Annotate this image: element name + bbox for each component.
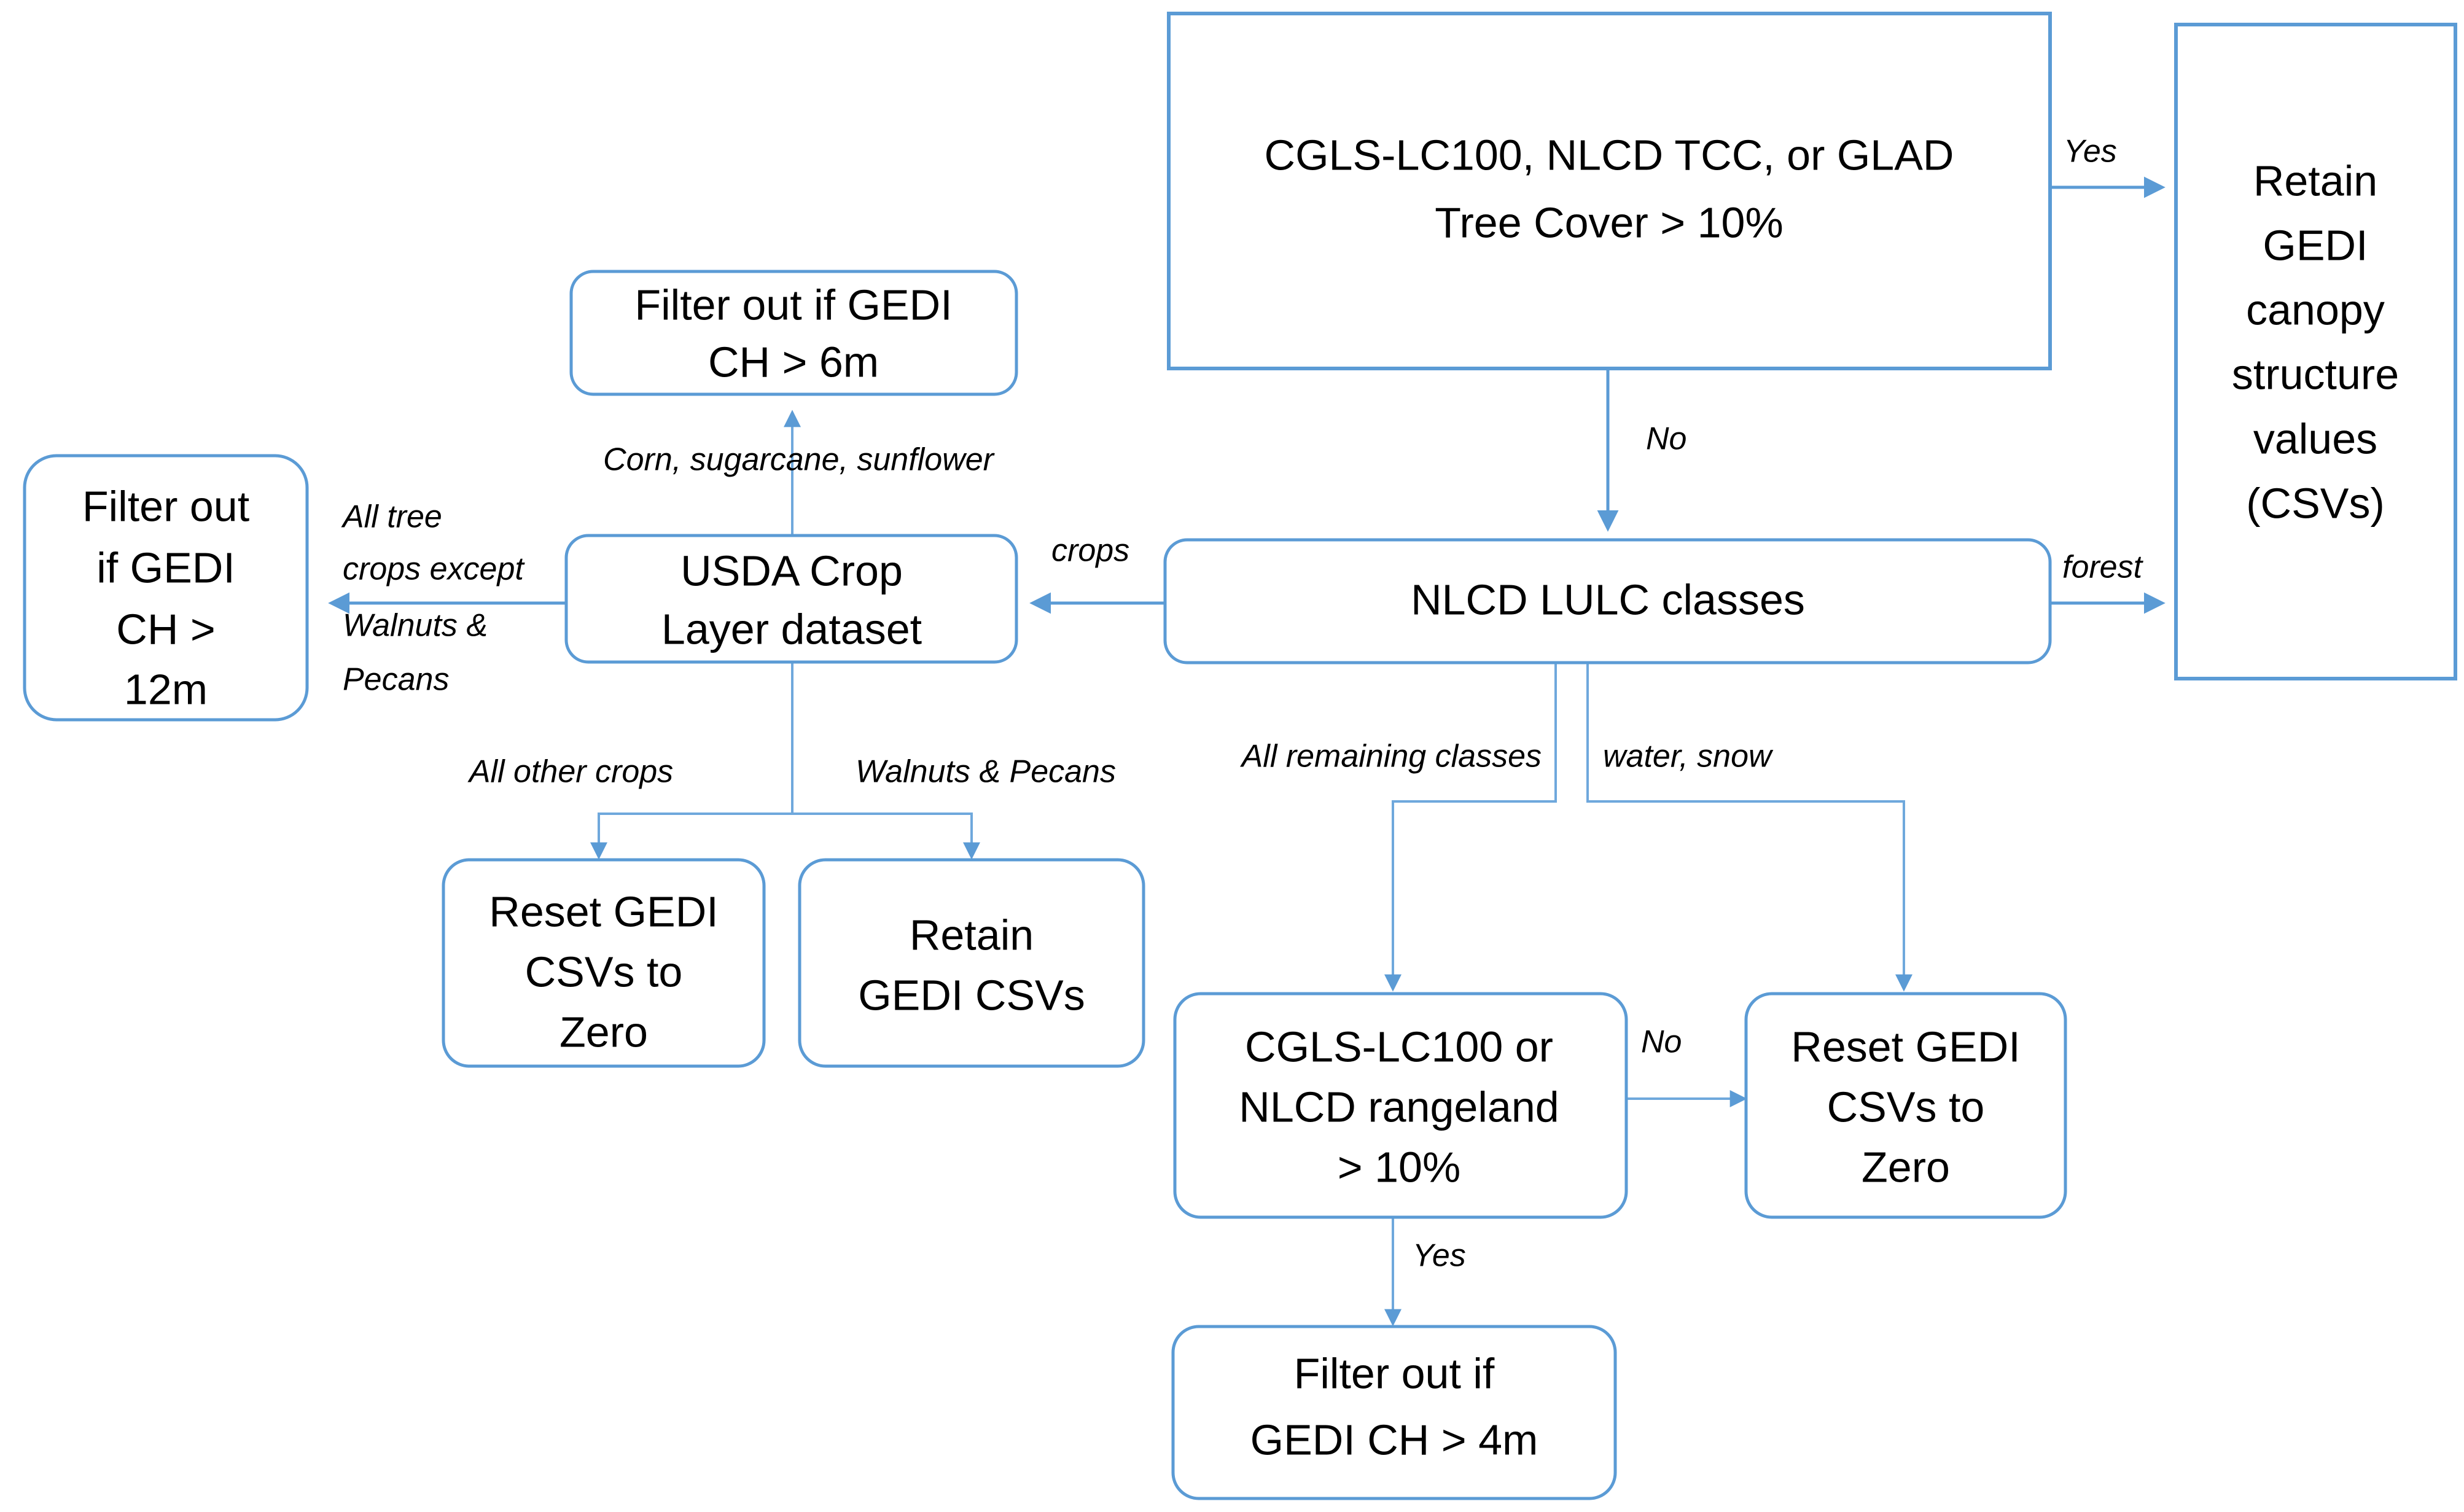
node-reset-zero-left-line-2: CSVs to [525, 948, 683, 996]
node-rangeland-test-line-2: NLCD rangeland [1239, 1083, 1559, 1131]
node-filter-6m[interactable]: Filter out if GEDI CH > 6m [569, 270, 1018, 396]
edge-nlcd-remaining: All remaining classes [1240, 662, 1557, 992]
node-retain-csv-line-5: values [2253, 415, 2377, 462]
edge-usda-tree-crops: All tree crops except Walnuts & Pecans [328, 499, 566, 698]
node-rangeland-test-line-3: > 10% [1338, 1143, 1460, 1191]
node-reset-zero-right-line-1: Reset GEDI [1791, 1023, 2020, 1070]
edge-label-tree-cover-yes: Yes [2064, 134, 2117, 170]
node-usda-crop-line-2: Layer dataset [661, 605, 922, 653]
node-retain-gedi-csvs-line-1: Retain [910, 911, 1034, 959]
edge-label-nlcd-water-snow: water, snow [1603, 739, 1774, 774]
node-nlcd-lulc[interactable]: NLCD LULC classes [1163, 538, 2052, 664]
node-retain-csv-line-6: (CSVs) [2246, 479, 2385, 527]
edge-nlcd-crops: crops [1029, 533, 1165, 614]
edge-label-tree-cover-no: No [1646, 421, 1686, 457]
edge-label-usda-tree-l2: crops except [343, 551, 525, 587]
node-retain-gedi-csvs-line-2: GEDI CSVs [858, 971, 1085, 1019]
node-filter-6m-line-2: CH > 6m [708, 338, 879, 386]
edge-tree-cover-no: No [1597, 368, 1686, 532]
node-filter-12m-line-4: 12m [124, 665, 208, 713]
edge-usda-split: All other crops Walnuts & Pecans [467, 662, 1116, 860]
edge-tree-cover-yes: Yes [2050, 134, 2166, 198]
edge-label-nlcd-forest: forest [2062, 550, 2144, 585]
node-reset-zero-left-line-1: Reset GEDI [489, 887, 718, 935]
edge-label-usda-corn: Corn, sugarcane, sunflower [603, 442, 996, 478]
node-retain-gedi-csvs[interactable]: Retain GEDI CSVs [798, 858, 1145, 1068]
edge-label-nlcd-crops: crops [1051, 533, 1129, 569]
node-filter-4m-line-1: Filter out if [1294, 1349, 1495, 1397]
node-retain-csv-line-4: structure [2232, 350, 2399, 398]
node-rangeland-test[interactable]: CGLS-LC100 or NLCD rangeland > 10% [1173, 992, 1628, 1219]
edge-label-usda-tree-l1: All tree [341, 499, 442, 535]
node-retain-csv-line-3: canopy [2246, 286, 2385, 333]
edge-label-usda-other-crops: All other crops [467, 754, 673, 790]
edge-rangeland-no: No [1626, 1024, 1747, 1107]
node-filter-4m-line-2: GEDI CH > 4m [1250, 1416, 1538, 1463]
edge-label-rangeland-no: No [1641, 1024, 1682, 1060]
node-rangeland-test-line-1: CGLS-LC100 or [1245, 1023, 1553, 1070]
node-filter-12m-line-2: if GEDI [96, 544, 235, 591]
node-retain-csv-line-1: Retain [2253, 157, 2377, 205]
node-reset-zero-right-line-2: CSVs to [1827, 1083, 1985, 1131]
node-tree-cover-test-line-2: Tree Cover > 10% [1435, 198, 1783, 246]
edge-label-rangeland-yes: Yes [1413, 1238, 1466, 1274]
node-filter-12m[interactable]: Filter out if GEDI CH > 12m [23, 454, 309, 722]
node-reset-zero-left-line-3: Zero [559, 1008, 648, 1056]
edge-nlcd-water-snow: water, snow [1586, 662, 1912, 992]
node-nlcd-lulc-label: NLCD LULC classes [1411, 575, 1805, 623]
node-usda-crop[interactable]: USDA Crop Layer dataset [564, 534, 1018, 664]
edge-label-nlcd-remaining: All remaining classes [1240, 739, 1542, 774]
node-reset-zero-right-line-3: Zero [1862, 1143, 1950, 1191]
node-reset-zero-left[interactable]: Reset GEDI CSVs to Zero [442, 858, 766, 1068]
edge-label-usda-tree-l3: Walnuts & [343, 608, 488, 644]
node-filter-12m-line-3: CH > [116, 605, 215, 653]
edge-usda-corn: Corn, sugarcane, sunflower [603, 410, 996, 536]
edge-label-usda-tree-l4: Pecans [343, 662, 449, 698]
edge-label-usda-walnuts-pecans: Walnuts & Pecans [856, 754, 1116, 790]
node-filter-4m[interactable]: Filter out if GEDI CH > 4m [1171, 1325, 1617, 1500]
edge-nlcd-forest: forest [2050, 550, 2166, 614]
node-retain-csv-line-2: GEDI [2263, 221, 2368, 269]
node-filter-6m-line-1: Filter out if GEDI [634, 281, 952, 329]
node-retain-csv[interactable]: Retain GEDI canopy structure values (CSV… [2174, 23, 2457, 680]
node-tree-cover-test-line-1: CGLS-LC100, NLCD TCC, or GLAD [1265, 131, 1954, 179]
edge-rangeland-yes: Yes [1384, 1217, 1466, 1327]
node-tree-cover-test[interactable]: CGLS-LC100, NLCD TCC, or GLAD Tree Cover… [1167, 12, 2052, 370]
node-usda-crop-line-1: USDA Crop [680, 547, 903, 594]
node-reset-zero-right[interactable]: Reset GEDI CSVs to Zero [1744, 992, 2067, 1219]
node-filter-12m-line-1: Filter out [82, 482, 249, 530]
